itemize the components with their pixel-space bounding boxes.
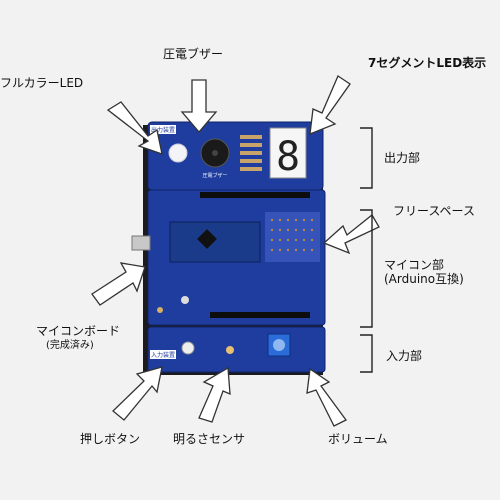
arrow-mcu-board — [91, 262, 146, 306]
mcu-chip — [197, 229, 217, 249]
seven-seg-digit: 8 — [276, 134, 300, 180]
seven-seg-part — [269, 127, 307, 179]
output-tag-text: 出力装置 — [151, 126, 175, 134]
label-mcu-compat: (Arduino互換) — [384, 272, 464, 286]
input-tag-bg — [150, 350, 176, 359]
label-push-button: 押しボタン — [80, 432, 141, 446]
label-mcu-board: マイコンボード — [36, 324, 121, 338]
arduino-nano — [169, 221, 261, 263]
usb-connector — [131, 235, 151, 251]
bracket-mcu — [360, 209, 373, 328]
bracket-output — [360, 127, 373, 189]
label-free-space: フリースペース — [393, 204, 475, 218]
free-space-holes — [270, 218, 314, 252]
input-tag-text: 入力装置 — [151, 351, 175, 359]
label-buzzer: 圧電ブザー — [163, 47, 224, 61]
label-mcu-board-sub: (完成済み) — [46, 340, 94, 351]
label-light-sensor: 明るさセンサ — [173, 432, 246, 446]
bracket-input — [360, 334, 373, 373]
label-mcu-section: マイコン部 — [384, 258, 445, 272]
output-tag-bg — [150, 125, 176, 134]
resistor-row — [240, 135, 262, 171]
mounting-hole — [181, 296, 189, 304]
arrow-volume — [306, 367, 347, 427]
label-output-section: 出力部 — [384, 151, 421, 165]
arrow-free-space — [322, 214, 380, 255]
arrow-seven-seg — [309, 75, 351, 136]
push-button-part — [181, 341, 195, 355]
label-volume: ボリューム — [328, 432, 388, 446]
full-color-led-part — [168, 143, 188, 163]
arrow-light-sensor — [198, 366, 231, 423]
header-pins — [200, 192, 310, 318]
buzzer-board-text: 圧電ブザー — [202, 172, 227, 179]
free-space-area — [265, 212, 320, 262]
arrow-full-color-led — [106, 101, 163, 155]
label-input-section: 入力部 — [386, 349, 423, 363]
label-full-color-led: フルカラーLED — [0, 76, 84, 90]
arrow-push-button — [112, 366, 163, 421]
label-seven-seg: 7セグメントLED表示 — [368, 56, 487, 70]
arrow-buzzer — [180, 79, 218, 134]
light-sensor-part — [226, 346, 234, 354]
